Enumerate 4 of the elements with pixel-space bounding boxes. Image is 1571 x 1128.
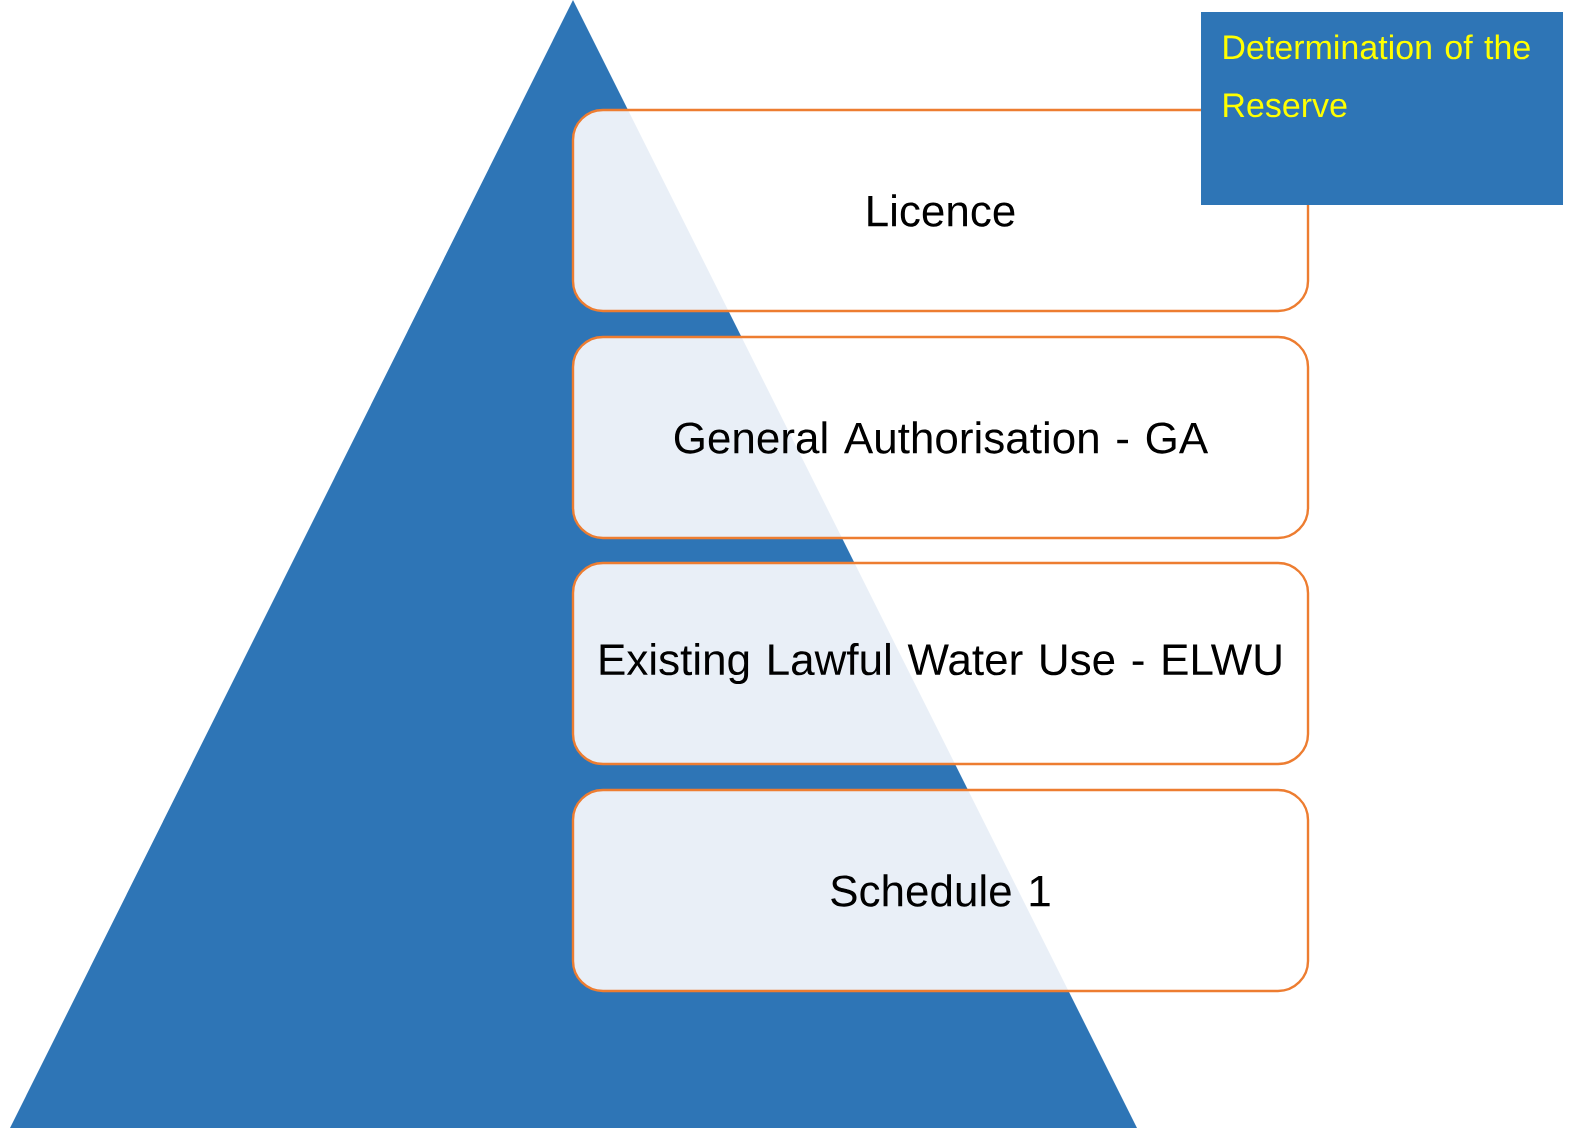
- process-box: General Authorisation - GA: [571, 335, 1310, 540]
- heading-box: Determination of the Reserve: [1201, 12, 1563, 205]
- process-box: Schedule 1: [571, 788, 1310, 993]
- process-box: Existing Lawful Water Use - ELWU: [571, 561, 1310, 766]
